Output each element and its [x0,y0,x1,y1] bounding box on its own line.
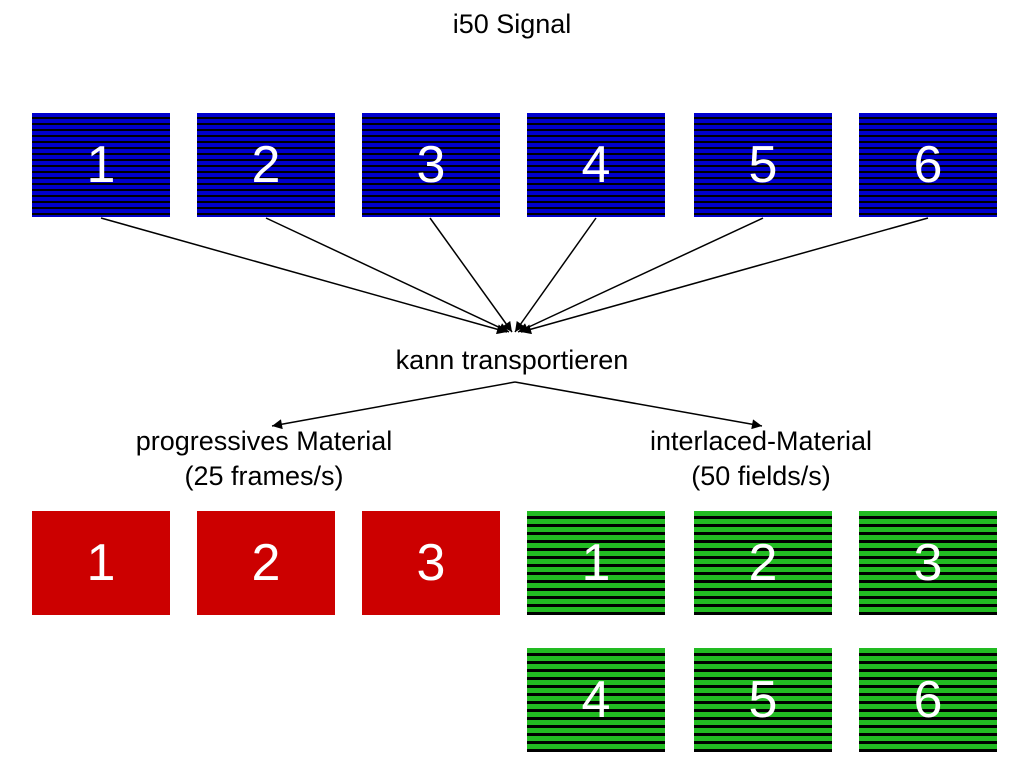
progressive-label-2: (25 frames/s) [184,461,344,491]
arrow-right [514,381,763,430]
arrow-2 [265,217,510,333]
arrow-1 [100,217,508,335]
arrow-3 [429,217,513,333]
progressive-frame-1: 1 [32,511,170,615]
interlaced-field-1: 1 [527,511,665,615]
interlaced-field-4: 4 [527,648,665,752]
signal-frame-5: 5 [694,113,832,217]
interlaced-label-1: interlaced-Material [649,426,873,456]
arrow-left [271,381,516,430]
interlaced-field-3: 3 [859,511,997,615]
signal-frame-2: 2 [197,113,335,217]
interlaced-field-5: 5 [694,648,832,752]
progressive-frame-3: 3 [362,511,500,615]
signal-frame-3: 3 [362,113,500,217]
signal-frame-4: 4 [527,113,665,217]
progressive-label-1: progressives Material [135,426,393,456]
signal-frame-1: 1 [32,113,170,217]
arrow-5 [517,217,764,333]
signal-frame-6: 6 [859,113,997,217]
interlaced-label-2: (50 fields/s) [691,461,831,491]
arrow-6 [520,217,929,335]
diagram-title: i50 Signal [452,9,572,39]
interlaced-field-2: 2 [694,511,832,615]
center-label: kann transportieren [395,345,629,375]
progressive-frame-2: 2 [197,511,335,615]
arrow-4 [514,217,597,333]
interlaced-field-6: 6 [859,648,997,752]
